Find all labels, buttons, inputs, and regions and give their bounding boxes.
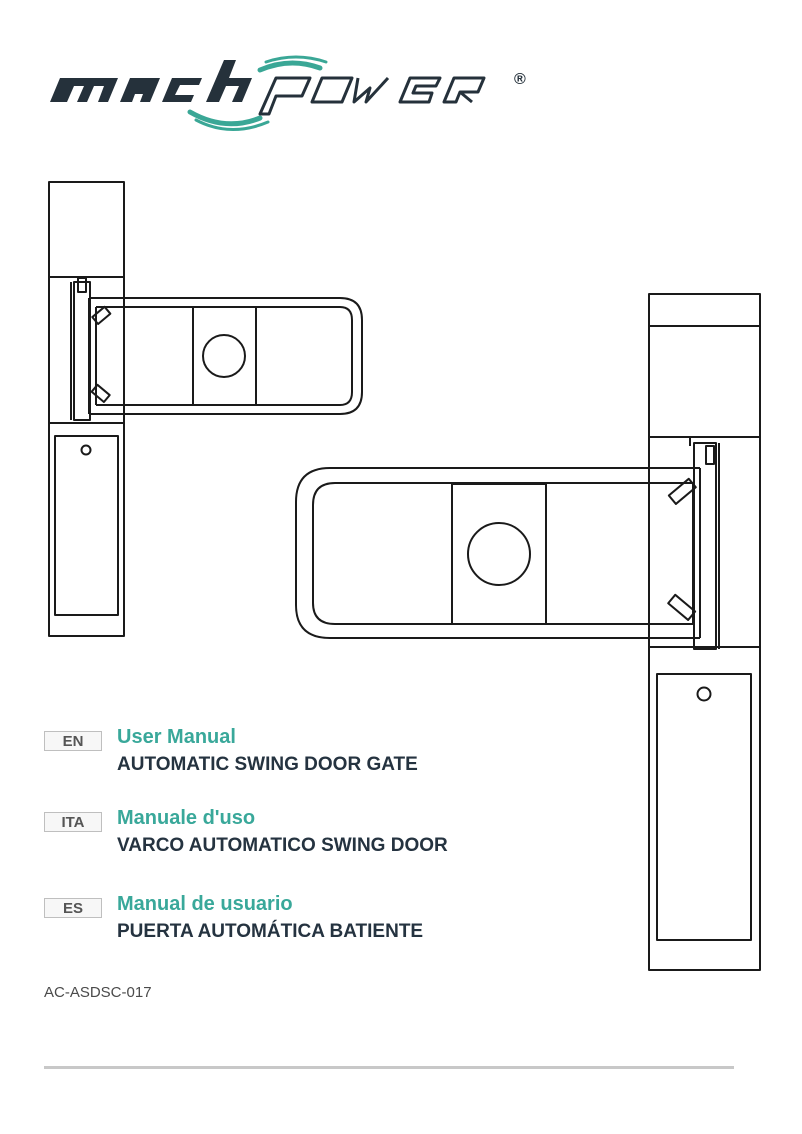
lang-title-ita: Manuale d'uso (117, 807, 256, 829)
lang-subtitle-ita: VARCO AUTOMATICO SWING DOOR (117, 835, 448, 856)
product-code: AC-ASDSC-017 (44, 984, 152, 1001)
lang-badge-ita: ITA (44, 812, 102, 832)
lang-subtitle-es: PUERTA AUTOMÁTICA BATIENTE (117, 921, 424, 942)
lang-subtitle-en: AUTOMATIC SWING DOOR GATE (117, 754, 418, 775)
lang-title-es: Manual de usuario (117, 893, 293, 915)
machpower-logo: ® (50, 55, 526, 132)
lang-badge-en: EN (44, 731, 102, 751)
logo-mach (50, 60, 252, 102)
swing-gate-right-drawing (295, 293, 761, 971)
swing-gate-left-drawing (48, 181, 363, 637)
logo-swoosh (187, 55, 328, 132)
logo-power (258, 76, 486, 116)
registered-mark: ® (514, 71, 526, 88)
lang-badge-es: ES (44, 898, 102, 918)
lang-title-en: User Manual (117, 726, 236, 748)
footer-divider (44, 1066, 734, 1069)
